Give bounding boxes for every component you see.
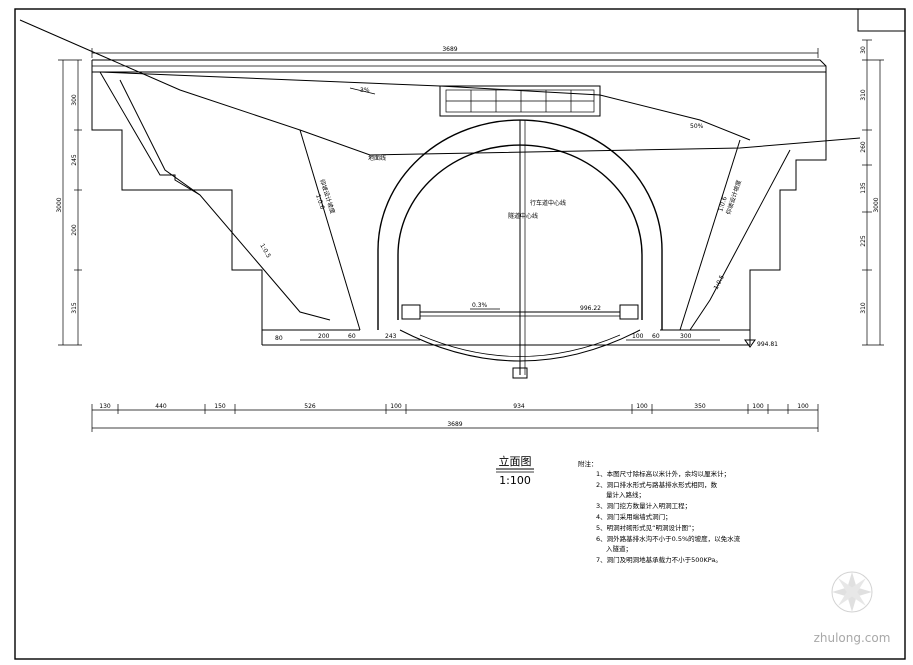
drawing-scale: 1:100 [499, 474, 531, 487]
svg-text:60: 60 [652, 333, 660, 340]
svg-text:310: 310 [860, 302, 867, 314]
svg-text:315: 315 [71, 302, 78, 314]
slope-label-1: 1:0.5 [258, 243, 272, 260]
drawing-frame [14, 8, 906, 660]
svg-text:225: 225 [860, 235, 867, 247]
svg-text:2、洞口排水形式与路基排水形式相同，数: 2、洞口排水形式与路基排水形式相同，数 [596, 480, 718, 489]
left-inner-face [99, 71, 201, 196]
pct-left: 3% [360, 87, 370, 94]
svg-text:100: 100 [752, 403, 764, 410]
svg-text:3689: 3689 [447, 421, 462, 428]
portal-top-cap [91, 59, 827, 73]
svg-text:243: 243 [385, 333, 397, 340]
right-dimensions: 30 310 260 3000 135 225 310 [860, 39, 884, 346]
center-label-right: 行车道中心线 [530, 199, 566, 207]
left-dimensions: 300 245 3000 200 315 [56, 59, 82, 346]
svg-text:1、本图尺寸除标高以米计外，余均以厘米计；: 1、本图尺寸除标高以米计外，余均以厘米计； [596, 469, 730, 478]
svg-text:350: 350 [694, 403, 706, 410]
notes-block: 附注： 1、本图尺寸除标高以米计外，余均以厘米计； 2、洞口排水形式与路基排水形… [578, 459, 741, 564]
elev-marker [744, 339, 756, 348]
bottom-dimensions: 130 440 150 526 100 934 100 350 100 100 … [91, 403, 819, 432]
center-label-left: 隧道中心线 [508, 212, 538, 220]
svg-text:245: 245 [71, 154, 78, 166]
svg-text:3000: 3000 [873, 197, 880, 212]
title-block-corner [857, 8, 906, 32]
svg-text:80: 80 [275, 335, 283, 342]
ground-label: 地面线 [368, 154, 386, 162]
bottom-segment-dims: 200 60 243 100 60 300 80 [275, 333, 720, 342]
slope-label-3: 1:0.6 [717, 196, 728, 213]
svg-text:150: 150 [214, 403, 226, 410]
svg-text:30: 30 [860, 46, 867, 54]
svg-text:100: 100 [390, 403, 402, 410]
svg-text:3000: 3000 [56, 197, 63, 212]
upper-slope-line [99, 71, 751, 141]
drain-pit [512, 367, 528, 379]
svg-text:260: 260 [860, 141, 867, 153]
svg-text:130: 130 [99, 403, 111, 410]
portal-sign-board [439, 85, 601, 117]
svg-text:200: 200 [318, 333, 330, 340]
elev-base: 994.81 [757, 341, 778, 348]
road-surface [401, 304, 639, 320]
right-wall-steps [660, 72, 827, 331]
svg-text:量计入路线；: 量计入路线； [606, 490, 645, 499]
svg-text:4、洞门采用端墙式洞门；: 4、洞门采用端墙式洞门； [596, 512, 672, 521]
top-total-dim: 3689 [442, 46, 457, 53]
svg-text:300: 300 [71, 94, 78, 106]
svg-text:300: 300 [680, 333, 692, 340]
left-slope-1 [119, 79, 331, 321]
svg-text:7、洞门及明洞地基承载力不小于500KPa。: 7、洞门及明洞地基承载力不小于500KPa。 [596, 555, 722, 564]
drawing-title: 立面图 [499, 454, 532, 468]
svg-text:6、洞外路基排水沟不小于0.5%的坡度，以免水流: 6、洞外路基排水沟不小于0.5%的坡度，以免水流 [596, 534, 741, 543]
pct-right: 50% [690, 123, 704, 130]
left-slope-2 [299, 129, 361, 331]
slope-note-right: 仰坡设计坡度 [724, 179, 743, 216]
svg-text:934: 934 [513, 403, 525, 410]
right-slope-2 [689, 149, 791, 331]
watermark-logo [831, 571, 873, 613]
road-slope-label: 0.3% [472, 302, 488, 309]
svg-text:60: 60 [348, 333, 356, 340]
watermark-text: zhulong.com [814, 631, 891, 645]
svg-text:100: 100 [632, 333, 644, 340]
svg-text:3、洞门挖方数量计入明洞工程；: 3、洞门挖方数量计入明洞工程； [596, 501, 691, 510]
svg-text:100: 100 [797, 403, 809, 410]
slope-label-4: 1:0.5 [713, 274, 726, 291]
svg-text:526: 526 [304, 403, 316, 410]
notes-heading: 附注： [578, 459, 598, 468]
slope-label-2: 1:0.6 [314, 193, 325, 210]
svg-text:135: 135 [860, 182, 867, 194]
svg-text:5、明洞衬砌形式见“明洞设计图”；: 5、明洞衬砌形式见“明洞设计图”； [596, 523, 698, 532]
right-slope-1 [679, 139, 741, 331]
svg-text:200: 200 [71, 224, 78, 236]
left-wall-steps [91, 72, 360, 331]
top-dimension: 3689 [91, 46, 819, 58]
svg-text:100: 100 [636, 403, 648, 410]
svg-text:入隧道；: 入隧道； [606, 544, 632, 553]
svg-text:440: 440 [155, 403, 167, 410]
elev-road: 996.22 [580, 305, 601, 312]
svg-text:310: 310 [860, 89, 867, 101]
